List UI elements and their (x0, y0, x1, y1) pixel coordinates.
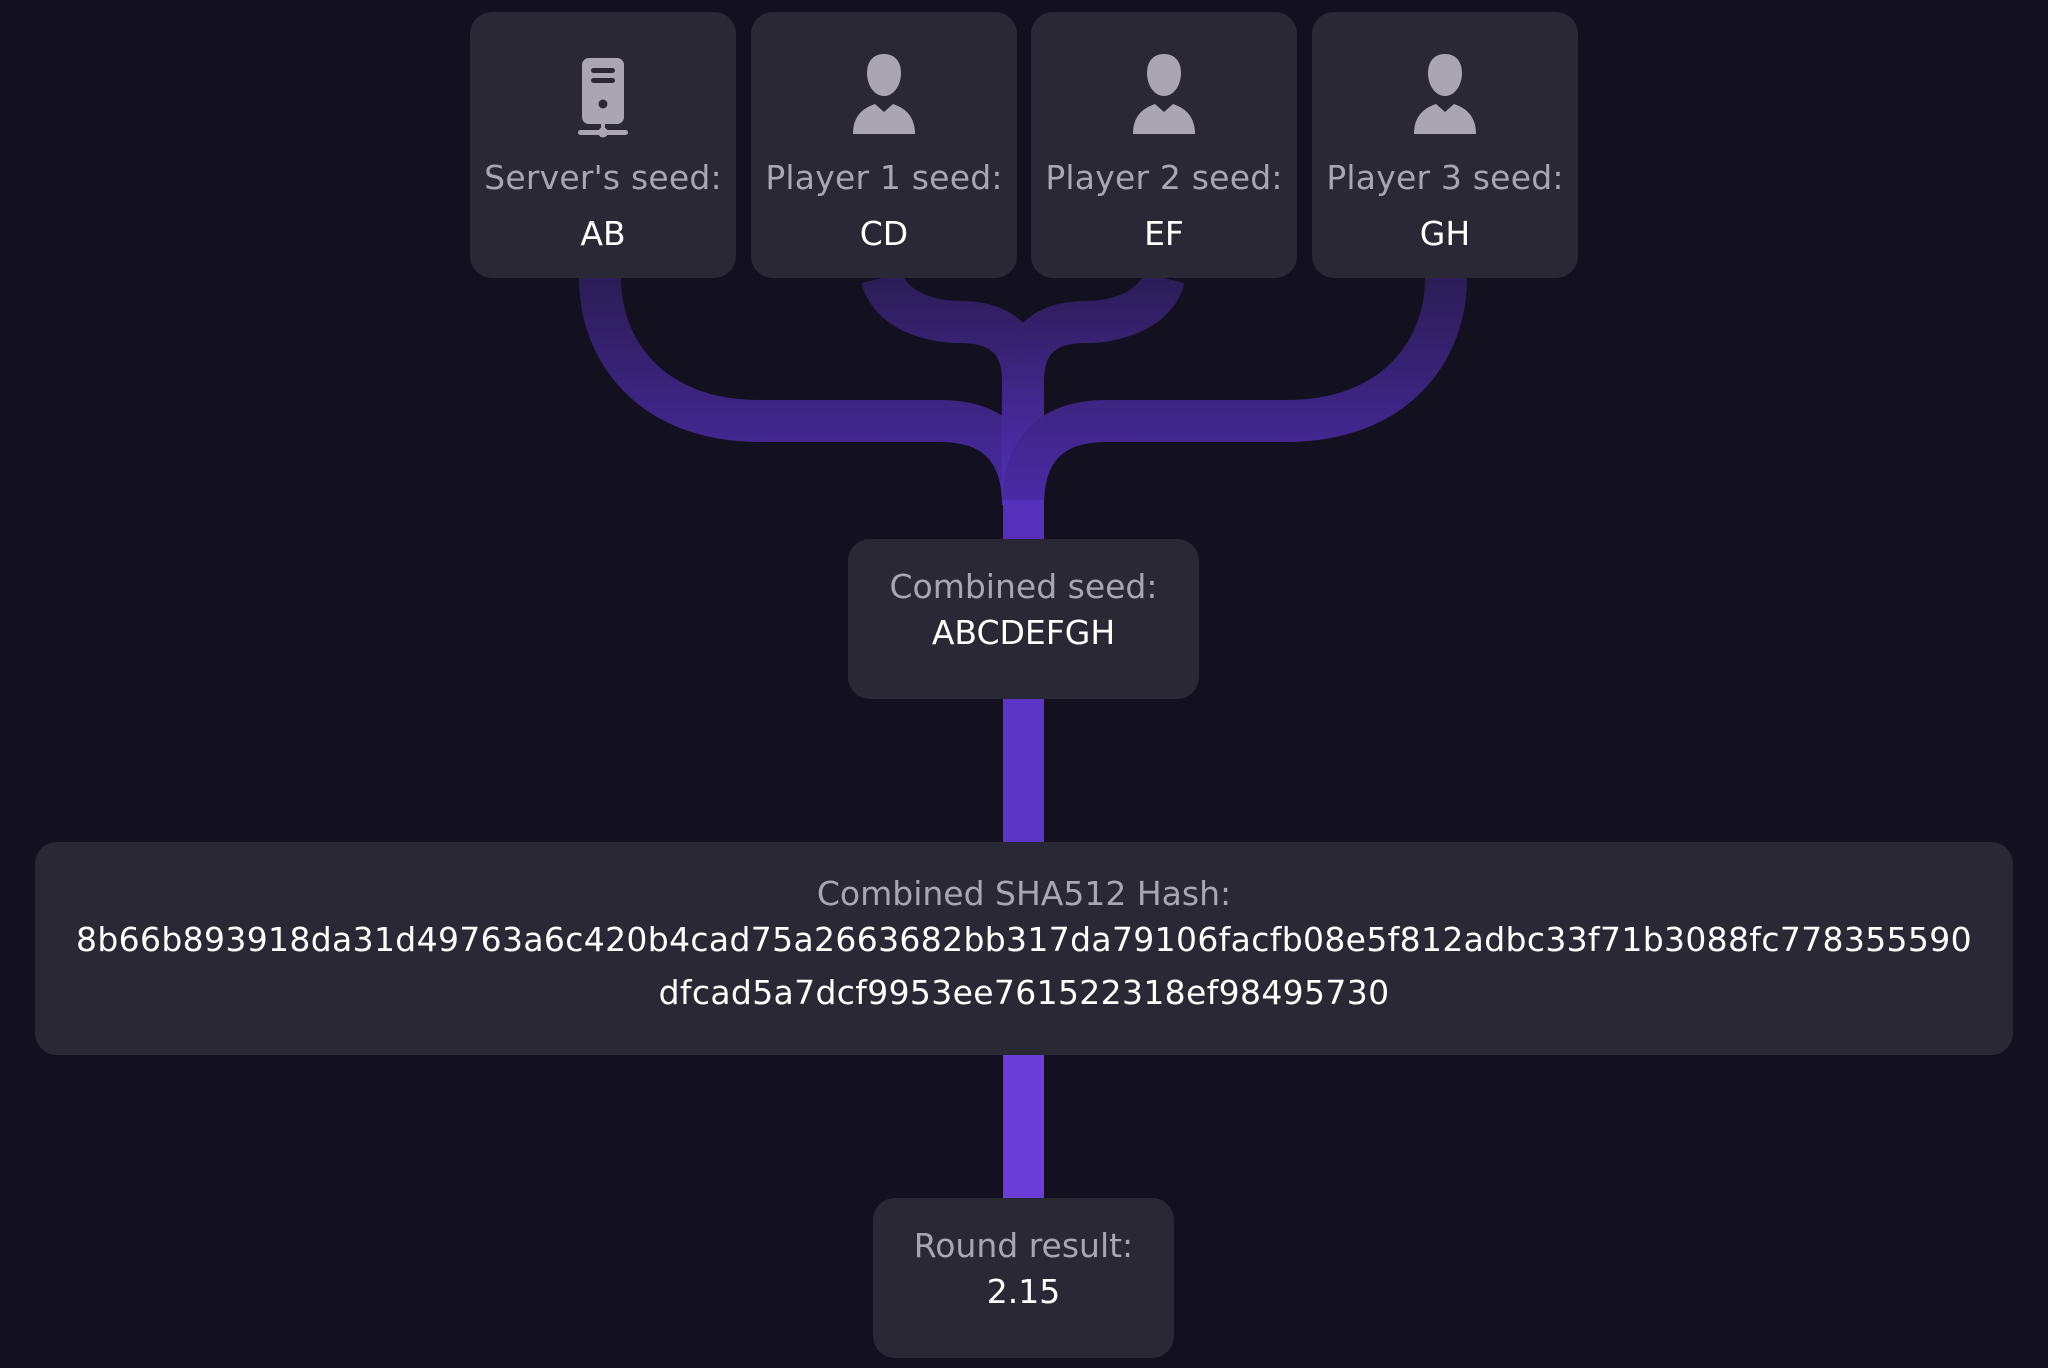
player2-connector (1002, 271, 1185, 505)
player2-seed-label: Player 2 seed: (1045, 158, 1283, 197)
player2-seed-card: Player 2 seed: EF (1031, 12, 1297, 278)
player3-connector (1002, 277, 1467, 506)
combined-seed-value: ABCDEFGH (931, 613, 1116, 652)
user-icon (1400, 48, 1490, 138)
player1-seed-card: Player 1 seed: CD (751, 12, 1017, 278)
user-icon (839, 48, 929, 138)
trunk-to-combined-seed (1003, 500, 1044, 540)
server-icon (558, 48, 648, 138)
combined-seed-label: Combined seed: (889, 567, 1158, 606)
round-result-value: 2.15 (986, 1272, 1061, 1311)
trunk-to-result (1003, 1053, 1044, 1200)
player3-seed-label: Player 3 seed: (1326, 158, 1564, 197)
trunk-to-hash (1003, 698, 1044, 844)
player3-seed-card: Player 3 seed: GH (1312, 12, 1578, 278)
server-seed-label: Server's seed: (484, 158, 722, 197)
player3-seed-value: GH (1419, 214, 1471, 253)
player1-seed-label: Player 1 seed: (765, 158, 1003, 197)
hash-value: 8b66b893918da31d49763a6c420b4cad75a26636… (76, 920, 1972, 1012)
hash-label: Combined SHA512 Hash: (816, 874, 1232, 913)
round-result-label: Round result: (913, 1226, 1134, 1265)
server-seed-card: Server's seed: AB (470, 12, 736, 278)
user-icon (1119, 48, 1209, 138)
player1-seed-value: CD (859, 214, 909, 253)
round-result-card: Round result: 2.15 (873, 1198, 1174, 1358)
server-seed-value: AB (580, 214, 626, 253)
player2-seed-value: EF (1144, 214, 1184, 253)
combined-seed-card: Combined seed: ABCDEFGH (848, 539, 1199, 699)
hash-card: Combined SHA512 Hash: 8b66b893918da31d49… (35, 842, 2013, 1055)
